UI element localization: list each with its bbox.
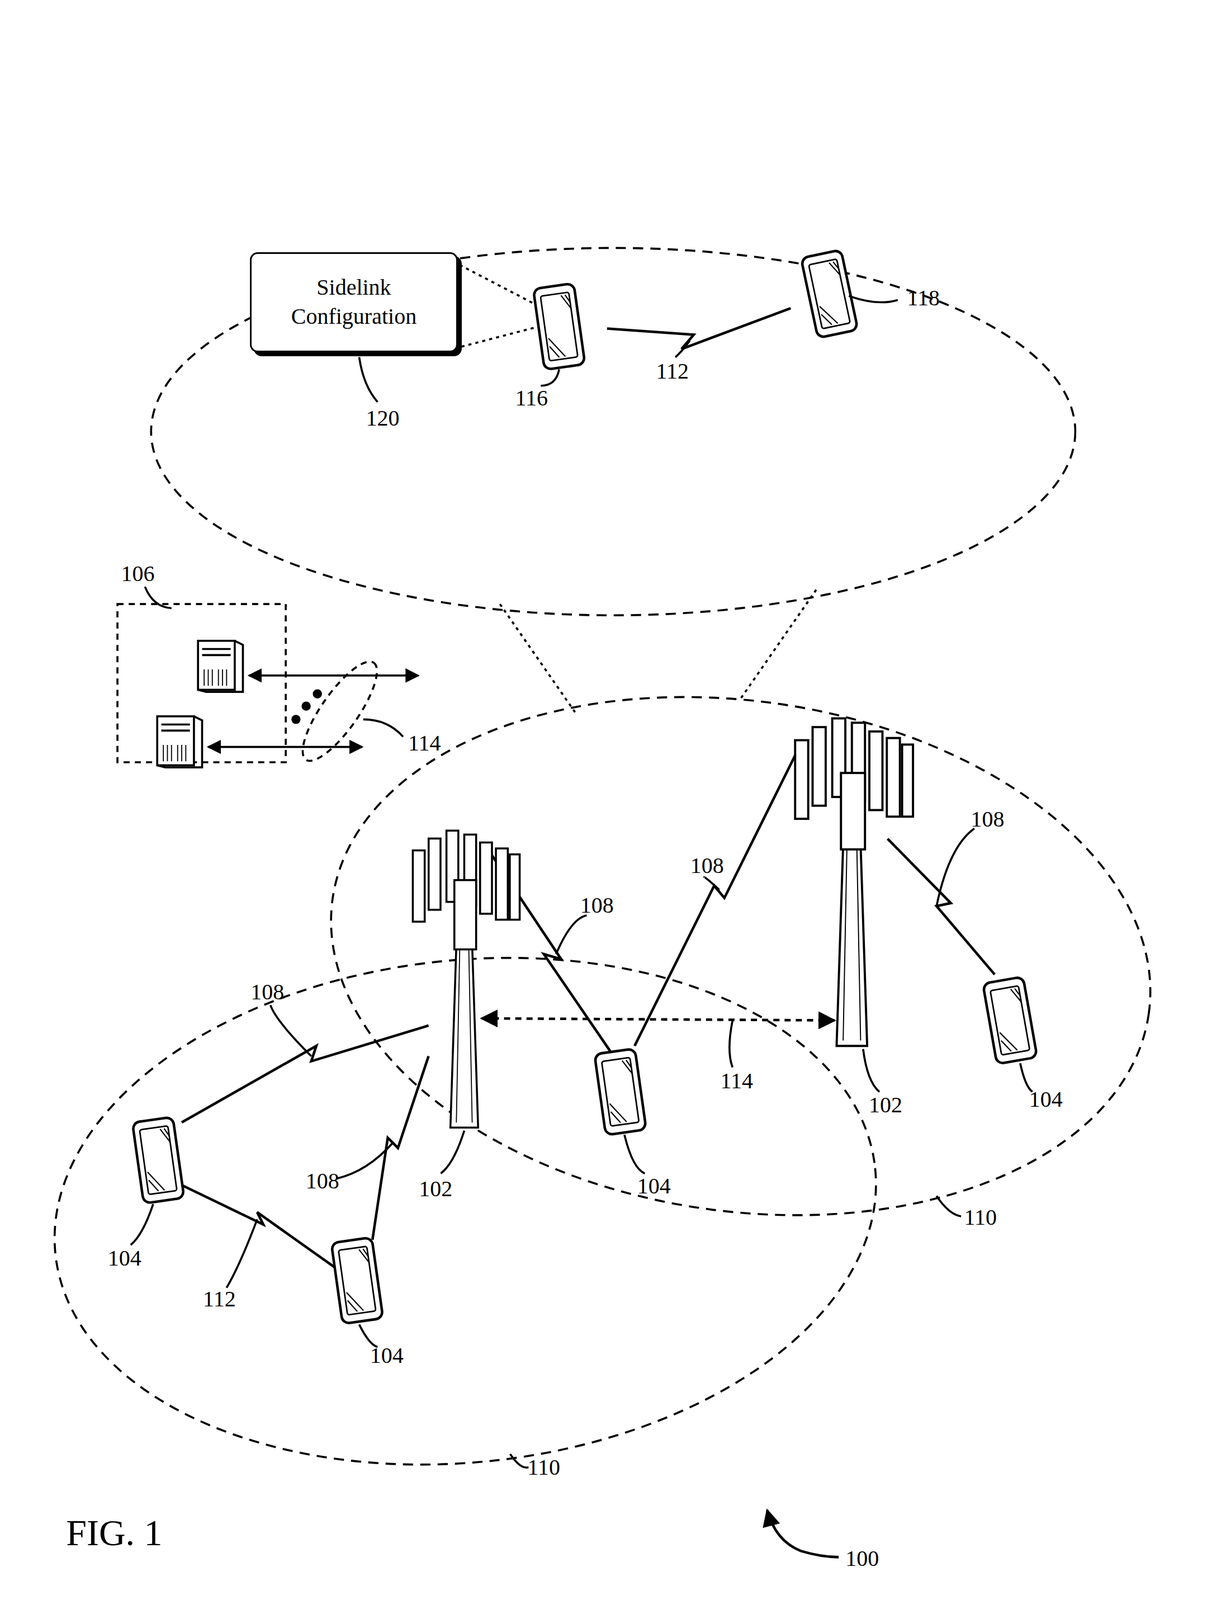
callout-number: 110 [964,1205,998,1229]
box-text: Sidelink Configuration [251,272,457,331]
callout-number: 114 [408,731,442,755]
callout-number: 102 [418,1177,453,1200]
callout-number: 104 [107,1246,142,1270]
callout-number: 112 [655,360,689,383]
callout-number: 108 [305,1169,340,1192]
callout-number: 106 [120,562,155,585]
callout-number: 100 [845,1546,879,1570]
callout-number: 118 [906,286,940,310]
callout-number: 112 [202,1287,236,1310]
callout-number: 108 [690,854,724,877]
figure-label: FIG. 1 [65,1513,163,1551]
callout-number: 104 [637,1174,671,1197]
callout-number: 108 [580,893,614,917]
callout-number: 104 [370,1343,404,1367]
callout-number: 116 [515,386,549,410]
callout-number: 104 [1029,1087,1063,1111]
callout-number: 110 [527,1455,561,1479]
callout-number: 102 [868,1093,903,1116]
config-box: Sidelink Configuration [249,252,458,353]
callout-number: 120 [365,406,400,430]
callout-number: 114 [720,1069,754,1092]
callout-number: 108 [250,980,284,1003]
callout-number: 108 [971,807,1005,831]
